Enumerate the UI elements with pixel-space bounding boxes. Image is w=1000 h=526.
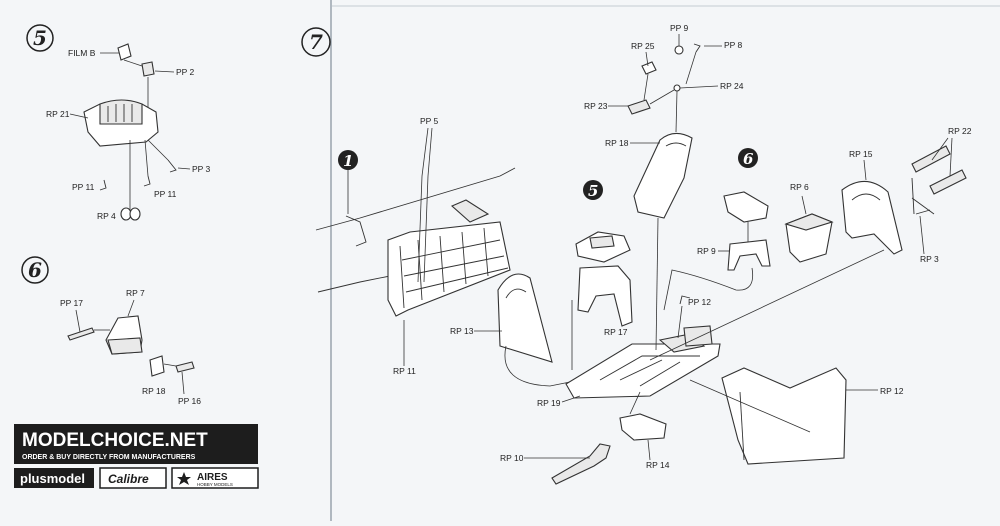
rp25-part [641, 61, 657, 75]
step-6-badge [21, 256, 49, 284]
label-pp12: PP 12 [688, 297, 711, 307]
label-pp8: PP 8 [724, 40, 743, 50]
label-rp7: RP 7 [126, 288, 145, 298]
label-rp4: RP 4 [97, 211, 116, 221]
step-5-number: 5 [33, 26, 47, 50]
step-7-badge [301, 27, 331, 57]
film-b-part [117, 43, 132, 61]
label-rp6: RP 6 [790, 182, 809, 192]
logo-calibre-box[interactable] [99, 467, 167, 489]
logo-plusmodel-box[interactable] [14, 468, 94, 488]
label-rp17: RP 17 [604, 327, 628, 337]
label-rp25: RP 25 [631, 41, 655, 51]
logo-aires: AIRES [197, 472, 228, 483]
step-5-group: 5 FILM B PP 2 RP 21 PP 3 PP 11 PP 11 RP … [26, 24, 211, 221]
logo-aires-sub: HOBBY MODELS [197, 482, 233, 487]
rp18-part-s6 [149, 355, 165, 377]
callout-6-badge [738, 148, 758, 168]
label-rp18: RP 18 [605, 138, 629, 148]
pp3-part [167, 159, 177, 173]
label-rp19: RP 19 [537, 398, 561, 408]
modelchoice-banner[interactable]: MODELCHOICE.NET ORDER & BUY DIRECTLY FRO… [14, 424, 259, 489]
label-rp13: RP 13 [450, 326, 474, 336]
label-pp9: PP 9 [670, 23, 689, 33]
rp23-part [627, 99, 651, 115]
label-rp15: RP 15 [849, 149, 873, 159]
label-rp23: RP 23 [584, 101, 608, 111]
label-rp21: RP 21 [46, 109, 70, 119]
label-pp17: PP 17 [60, 298, 83, 308]
pp11-part-b [143, 175, 151, 187]
banner-title: MODELCHOICE.NET [22, 430, 208, 451]
callout-1-number: 1 [343, 152, 353, 170]
label-rp22: RP 22 [948, 126, 972, 136]
step-6-group: 6 PP 17 RP 7 RP 18 PP 16 [21, 256, 201, 406]
step-7-number: 7 [309, 30, 323, 54]
pp9-part [674, 45, 684, 55]
rp22-part-b [929, 169, 967, 195]
label-rp9: RP 9 [697, 246, 716, 256]
rp24-part [673, 84, 681, 92]
label-pp2: PP 2 [176, 67, 195, 77]
rp4-part-b [129, 207, 141, 221]
banner-background [14, 424, 258, 464]
aires-star-icon [177, 472, 191, 485]
banner-subtitle: ORDER & BUY DIRECTLY FROM MANUFACTURERS [22, 454, 196, 461]
callout-5-number: 5 [588, 182, 598, 200]
callout-1-badge [338, 150, 358, 170]
rp3-part [911, 177, 935, 215]
label-rp12: RP 12 [880, 386, 904, 396]
step-5-badge [26, 24, 54, 52]
pp17-part [67, 327, 95, 341]
label-rp10: RP 10 [500, 453, 524, 463]
callout-6-number: 6 [743, 150, 754, 168]
rp12-part [721, 367, 847, 465]
label-film-b: FILM B [68, 48, 96, 58]
step-7-group: 7 1 PP 5 RP 11 RP 13 5 RP 17 [301, 23, 972, 485]
label-pp11-b: PP 11 [154, 189, 177, 199]
rp22-part-a [911, 145, 951, 173]
fuselage-side [315, 167, 516, 293]
pp12-part [679, 295, 691, 305]
label-rp14: RP 14 [646, 460, 670, 470]
label-pp11-a: PP 11 [72, 182, 95, 192]
rp10-part [551, 443, 611, 485]
pp2-part [141, 61, 155, 77]
label-pp3: PP 3 [192, 164, 211, 174]
logo-plusmodel: plusmodel [20, 471, 85, 486]
rp14-part [619, 413, 667, 441]
label-rp11: RP 11 [393, 366, 416, 376]
label-pp16: PP 16 [178, 396, 201, 406]
callout-5-badge [583, 180, 603, 200]
rp17-part [577, 265, 633, 327]
pp8-part [693, 43, 701, 53]
rp13-part [497, 273, 553, 363]
rp9-part [727, 239, 771, 271]
rp15-part [841, 180, 903, 255]
pp16-part [175, 361, 195, 373]
pp11-part-a [99, 179, 107, 191]
label-rp24: RP 24 [720, 81, 744, 91]
logo-calibre: Calibre [108, 472, 149, 486]
logo-aires-box[interactable] [171, 467, 259, 489]
label-pp5: PP 5 [420, 116, 439, 126]
step-6-number: 6 [28, 258, 42, 282]
seat-part [723, 191, 769, 223]
label-rp3: RP 3 [920, 254, 939, 264]
label-rp18-s6: RP 18 [142, 386, 166, 396]
rp18-part [633, 132, 693, 219]
